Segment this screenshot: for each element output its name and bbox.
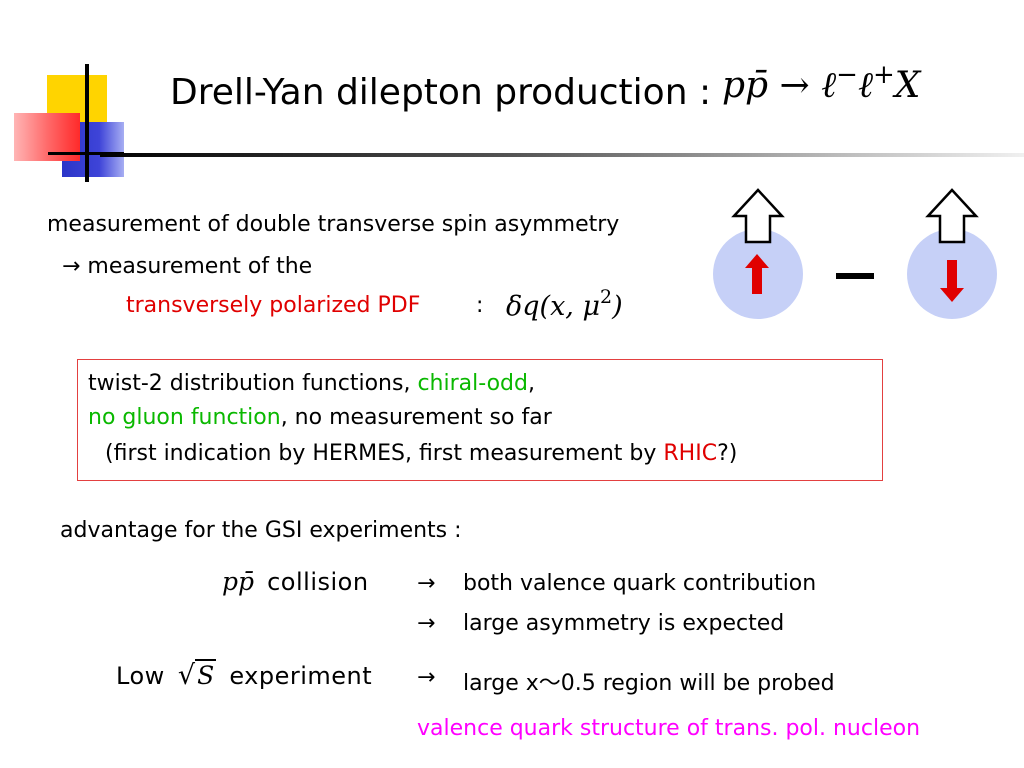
pp-math: pp̄ (222, 567, 255, 596)
pp-word: collision (267, 568, 369, 596)
pdf-formula-end: ) (612, 291, 623, 322)
box-line-1-c: , (527, 371, 535, 396)
spin-asymmetry-diagram (713, 188, 997, 319)
result-3: large x〜0.5 region will be probed (463, 671, 835, 696)
minus-sign (836, 273, 874, 279)
arrow-2: → (417, 611, 436, 636)
box-line-1: twist-2 distribution functions, chiral-o… (88, 371, 535, 396)
box-line-3-a: (first indication by HERMES, first measu… (105, 441, 664, 466)
pp-collision-label: pp̄ collision (222, 567, 369, 596)
measurement-colon: : (476, 293, 484, 318)
arrow-1: → (417, 571, 436, 596)
experiment-word: experiment (229, 662, 373, 690)
box-line-2-b: , no measurement so far (280, 405, 552, 430)
title-formula-right: X (894, 65, 921, 106)
decor-vertical-line (85, 64, 89, 182)
title-formula-left: pp̄ → ℓ (722, 65, 837, 106)
sqrt-symbol: √ (177, 660, 196, 691)
title-formula-sup2: + (872, 60, 895, 90)
box-line-3: (first indication by HERMES, first measu… (105, 441, 737, 466)
box-line-3-b: RHIC (663, 441, 718, 466)
title-formula: pp̄ → ℓ−ℓ+X (722, 60, 920, 106)
decor-horizontal-line (48, 152, 124, 155)
result-2: large asymmetry is expected (463, 611, 785, 636)
box-line-2-a: no gluon function (88, 405, 281, 430)
pdf-formula-base: δq(x, μ (506, 291, 601, 322)
arrow-3: → (417, 665, 436, 690)
box-line-1-b: chiral-odd (417, 371, 528, 396)
box-line-3-c: ?) (717, 441, 738, 466)
beam-up-arrow-left-icon (731, 188, 785, 244)
sqrt-s: S (195, 659, 217, 690)
conclusion-text: valence quark structure of trans. pol. n… (417, 716, 921, 741)
slide-title: Drell-Yan dilepton production : (170, 72, 712, 113)
low-sqrt-s-label: Low √S experiment (116, 659, 373, 691)
info-box (77, 359, 883, 481)
advantage-heading: advantage for the GSI experiments : (60, 518, 462, 543)
measurement-line-2: → measurement of the (62, 254, 313, 279)
box-line-2: no gluon function, no measurement so far (88, 405, 552, 430)
pdf-formula: δq(x, μ2) (506, 286, 623, 322)
spin-up-red-arrow-icon (745, 254, 769, 294)
result-1: both valence quark contribution (463, 571, 817, 596)
spin-down-red-arrow-icon (940, 260, 964, 302)
measurement-line-1: measurement of double transverse spin as… (47, 212, 620, 237)
pdf-formula-sup: 2 (600, 286, 613, 308)
title-formula-sup1: − (836, 60, 858, 90)
low-word: Low (116, 662, 165, 690)
title-underline-rule (100, 153, 1024, 157)
box-line-1-a: twist-2 distribution functions, (88, 371, 418, 396)
measurement-line-3: transversely polarized PDF (126, 293, 421, 318)
title-formula-mid: ℓ (857, 65, 873, 106)
beam-up-arrow-right-icon (925, 188, 979, 244)
